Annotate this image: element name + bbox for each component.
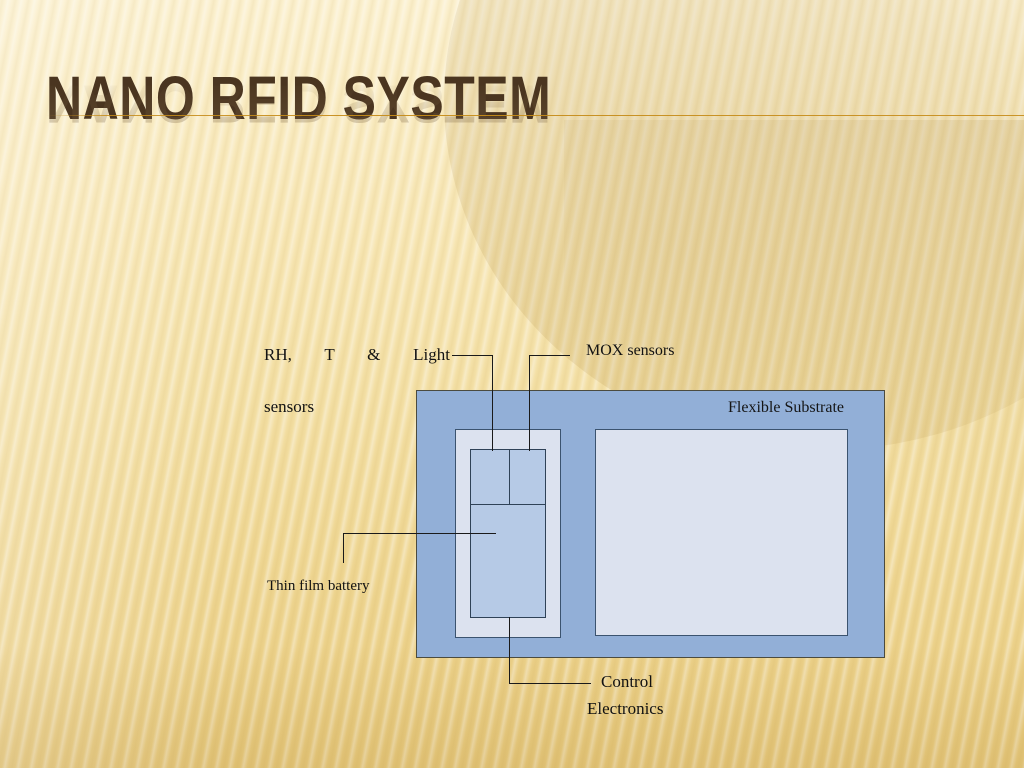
slide-title-block: Nano RFID system Nano RFID system — [46, 64, 976, 174]
control-electronics-label-line1: Control — [601, 672, 653, 691]
battery-leader-horizontal — [343, 533, 496, 534]
rh-sensors-leader-horizontal — [452, 355, 493, 356]
battery-leader-vertical — [343, 533, 344, 563]
page-title: Nano RFID system — [46, 64, 552, 133]
mox-sensors-leader-vertical — [529, 355, 530, 451]
rh-sensors-label-line2: sensors — [264, 397, 315, 416]
rh-sensors-label-line1: RH, T & Light — [264, 345, 450, 364]
rh-sensors-leader-vertical — [492, 355, 493, 451]
control-leader-vertical — [509, 617, 510, 683]
control-leader-horizontal — [509, 683, 591, 684]
sensor-cell-divider — [509, 449, 510, 504]
mox-sensors-label: MOX sensors — [586, 342, 675, 359]
mox-sensors-leader-horizontal — [529, 355, 570, 356]
control-electronics-label: Control Electronics — [587, 668, 663, 722]
rh-sensors-label: RH, T & Light sensors — [264, 342, 450, 420]
control-electronics-label-line2: Electronics — [587, 699, 664, 718]
control-electronics-block — [595, 429, 848, 636]
flexible-substrate-label: Flexible Substrate — [728, 399, 844, 416]
title-underline-rule — [46, 115, 1024, 116]
sensor-battery-divider — [470, 504, 546, 505]
thin-film-battery-label: Thin film battery — [267, 578, 370, 594]
